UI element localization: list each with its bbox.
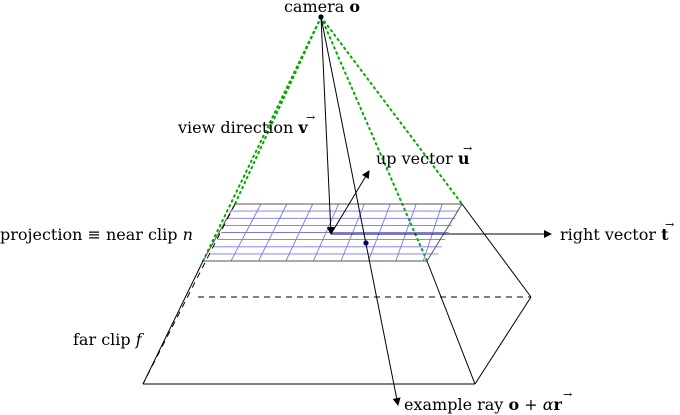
frustum-edges — [202, 16, 463, 262]
example-ray-arrow — [320, 16, 401, 406]
projection-grid — [210, 203, 459, 262]
frustum-edge-bottom-left — [202, 16, 322, 262]
far-clip-label: far clip f — [73, 330, 145, 349]
example-ray-label: example ray o + αr — [404, 395, 563, 414]
up-vector-vec-arrow: → — [463, 142, 472, 155]
example-ray-vec-arrow: → — [563, 388, 572, 401]
view-direction-vec-arrow: → — [306, 111, 315, 124]
projection-label: projection ≡ near clip n — [0, 225, 193, 244]
far-edge-right-front — [426, 260, 476, 385]
ray-intersection-point — [363, 240, 369, 246]
frustum-body — [142, 203, 532, 385]
up-vector-label: up vector u — [376, 149, 470, 168]
camera-label: camera o — [284, 0, 360, 16]
far-edge-right-back — [474, 296, 532, 385]
frustum-edge-bottom-right — [320, 16, 428, 262]
far-hidden-left — [142, 203, 236, 385]
far-edge-right-top — [461, 203, 532, 298]
frustum-edge-top-right — [320, 16, 463, 205]
right-vector-label: right vector t — [560, 225, 669, 244]
right-vector-vec-arrow: → — [665, 218, 674, 231]
view-direction-arrow — [320, 16, 335, 235]
view-direction-label: view direction v — [177, 118, 308, 137]
up-vector-arrow — [330, 170, 370, 235]
